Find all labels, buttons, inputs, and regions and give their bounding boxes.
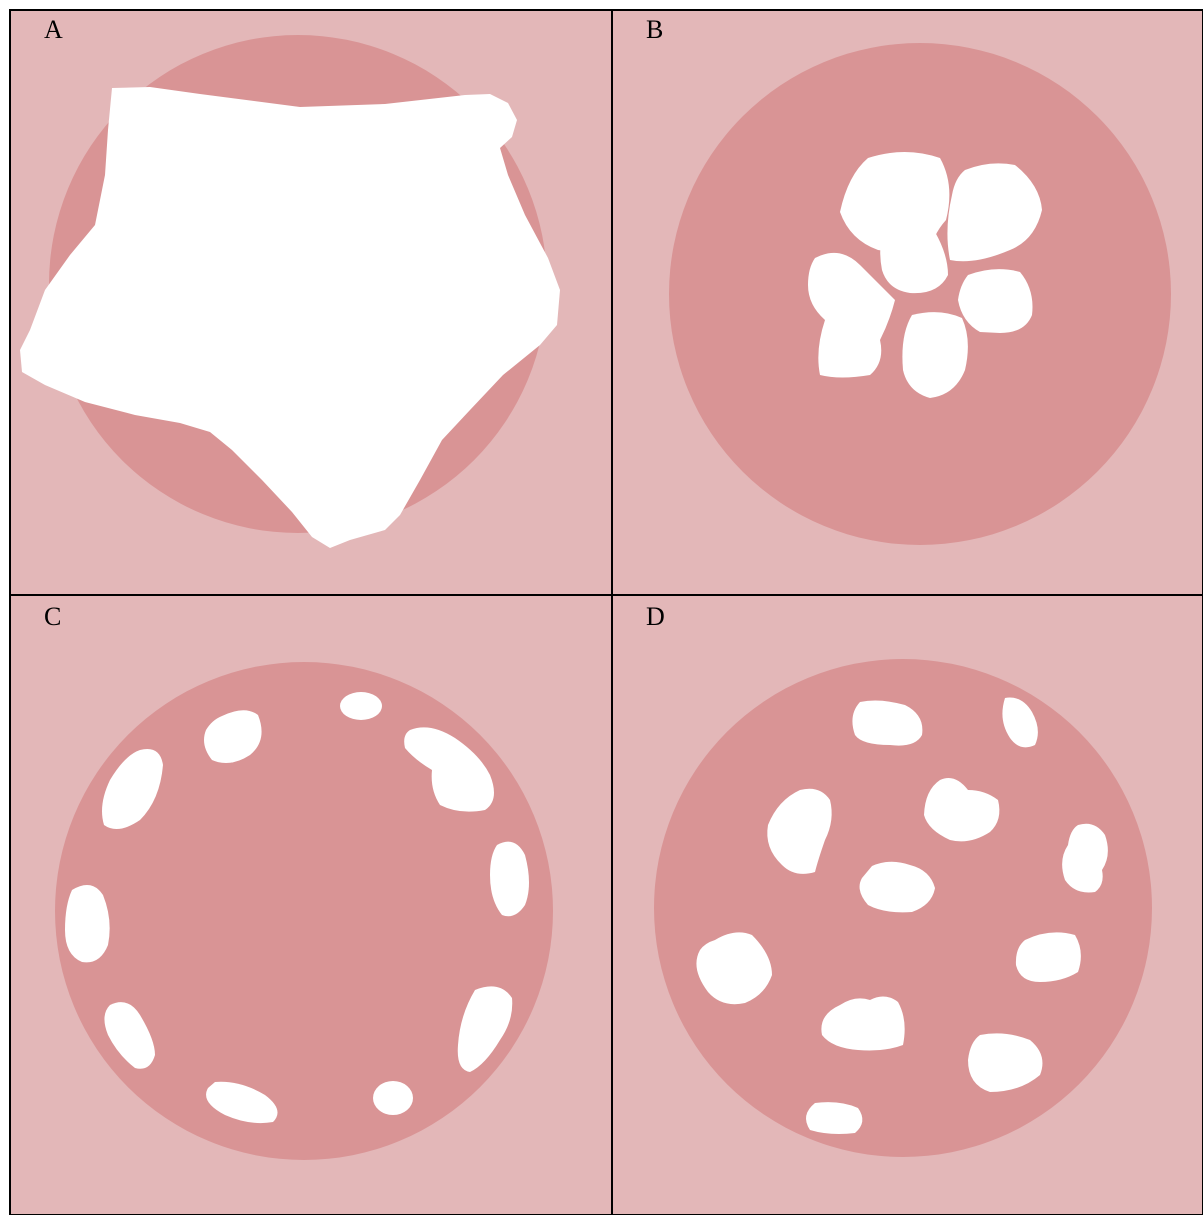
- panel-d-label: D: [646, 602, 665, 631]
- panel-b-circle: [669, 43, 1171, 545]
- panel-b: B: [612, 10, 1203, 595]
- panel-c-blob: [340, 692, 382, 720]
- panel-c: C: [10, 595, 612, 1215]
- panel-c-circle: [55, 662, 553, 1160]
- panel-d-blob: [1016, 932, 1081, 982]
- panel-c-blob: [373, 1081, 413, 1115]
- panel-d: D: [612, 595, 1203, 1215]
- panel-b-blob: [958, 269, 1033, 333]
- panel-a: A: [10, 10, 612, 595]
- panel-c-blob: [65, 885, 110, 962]
- panel-c-label: C: [44, 602, 61, 631]
- panel-a-label: A: [44, 15, 63, 44]
- panel-d-blob: [806, 1102, 862, 1134]
- panel-b-label: B: [646, 15, 663, 44]
